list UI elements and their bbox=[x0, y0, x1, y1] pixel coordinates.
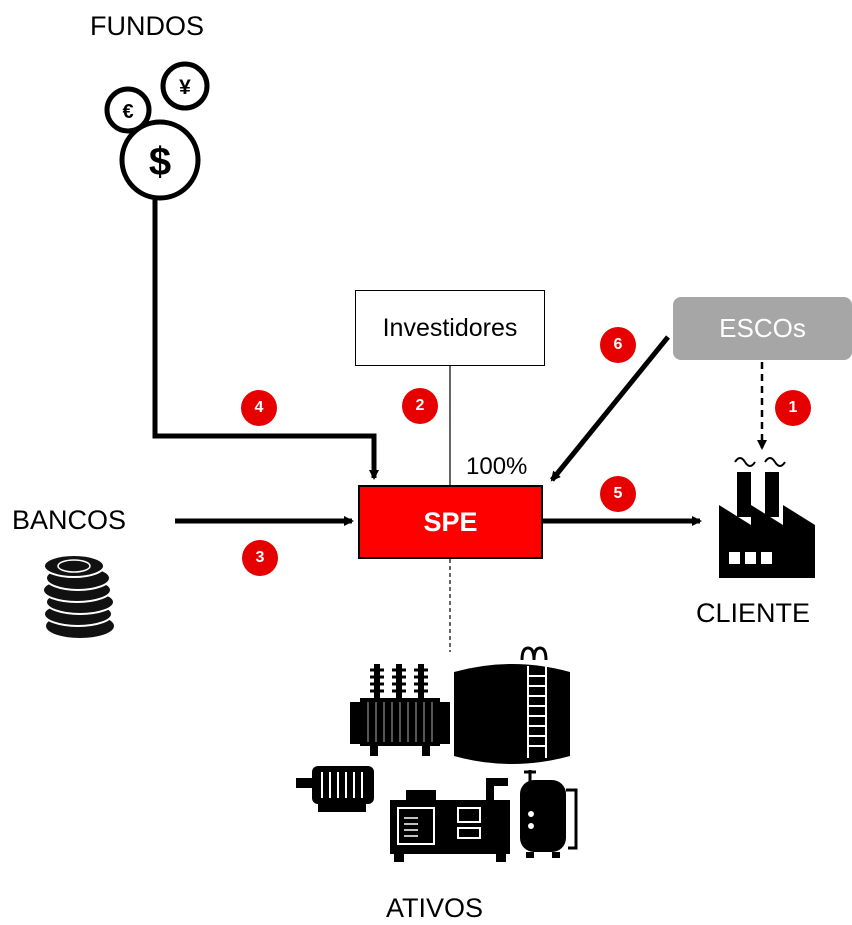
ativos-label: ATIVOS bbox=[386, 893, 484, 923]
escos-to-spe-arrow bbox=[550, 335, 670, 482]
escos-box: ESCOs bbox=[673, 297, 852, 360]
step-badge-5: 5 bbox=[600, 476, 636, 512]
euro-icon: € bbox=[122, 101, 133, 123]
step-badge-6: 6 bbox=[600, 327, 636, 363]
cliente-label: CLIENTE bbox=[696, 598, 811, 628]
money-coins-icon: $ € ¥ bbox=[104, 61, 210, 201]
step-badge-1: 1 bbox=[775, 390, 811, 426]
percent-label: 100% bbox=[466, 453, 528, 480]
yen-icon: ¥ bbox=[179, 76, 191, 99]
spe-box: SPE bbox=[358, 485, 543, 559]
factory-icon bbox=[719, 457, 815, 578]
fundos-label: FUNDOS bbox=[90, 11, 204, 41]
transformer-icon bbox=[350, 664, 450, 756]
coin-stack-icon bbox=[42, 554, 115, 638]
bancos-label: BANCOS bbox=[12, 505, 127, 535]
step-badge-3: 3 bbox=[242, 540, 278, 576]
boiler-icon bbox=[520, 770, 578, 858]
dollar-icon: $ bbox=[149, 140, 171, 184]
generator-icon bbox=[390, 778, 510, 862]
step-badge-4: 4 bbox=[241, 390, 277, 426]
step-badge-2: 2 bbox=[402, 388, 438, 424]
electric-motor-icon bbox=[296, 766, 374, 812]
storage-tank-icon bbox=[454, 646, 570, 764]
fundos-to-spe-arrow bbox=[152, 198, 379, 480]
investidores-box: Investidores bbox=[355, 290, 545, 366]
